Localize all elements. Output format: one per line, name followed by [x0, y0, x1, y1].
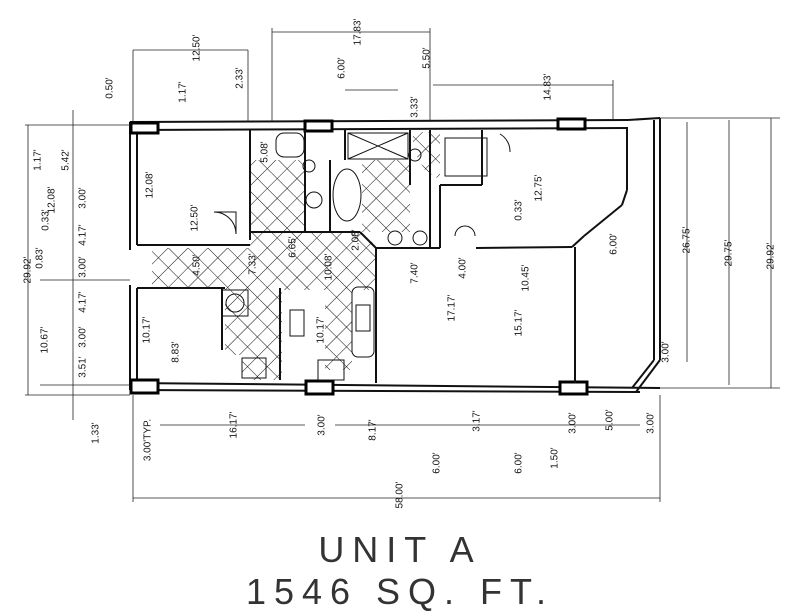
- dimension-label-left: 29.92': [23, 256, 34, 283]
- dimension-label-left: 3.00': [78, 256, 89, 277]
- garden-tub: [332, 168, 362, 222]
- fridge: [289, 309, 305, 337]
- dimension-label-interior: 4.00': [458, 257, 469, 278]
- dimension-label-interior: 10.45': [521, 264, 532, 291]
- washer: [221, 289, 249, 317]
- columns: [129, 117, 589, 396]
- dimension-label-bottom: 8.17': [368, 419, 379, 440]
- cooktop: [317, 359, 345, 381]
- dimension-label-interior: 0.33': [514, 199, 525, 220]
- dimension-label-right: 26.75': [682, 226, 693, 253]
- door-swing: [499, 133, 511, 153]
- dimension-lines: [25, 28, 780, 502]
- dimension-label-interior: 4.50': [192, 254, 203, 275]
- unit-name: UNIT A: [318, 529, 481, 570]
- dimension-label-top: 3.33': [410, 96, 421, 117]
- door-swing: [213, 211, 237, 235]
- dimension-label-interior: 6.00': [609, 233, 620, 254]
- dimension-label-bottom: 1.50': [550, 447, 561, 468]
- sink: [387, 230, 403, 246]
- sink: [412, 230, 428, 246]
- dimension-label-interior: 2.08': [351, 229, 362, 250]
- dimension-label-bottom: 6.00': [432, 452, 443, 473]
- dimension-label-right: 3.00': [661, 341, 672, 362]
- unit-area: 1546 SQ. FT.: [246, 571, 554, 612]
- dimension-label-bottom: 3.00'TYP.: [143, 419, 154, 461]
- dimension-label-top: 5.08': [260, 141, 271, 162]
- sink: [305, 191, 323, 209]
- dimension-label-bottom: 3.00': [568, 412, 579, 433]
- dimension-label-interior: 7.40': [410, 262, 421, 283]
- closet: [444, 137, 488, 177]
- dimension-label-interior: 12.75': [534, 174, 545, 201]
- dimension-labels: 0.50' 12.50' 1.17' 2.33' 17.83' 6.00' 5.50' 3.3…: [23, 18, 777, 508]
- dimension-label-left: 4.17': [78, 224, 89, 245]
- dimension-label-bottom: 6.00': [514, 452, 525, 473]
- dimension-label-top: 14.83': [543, 73, 554, 100]
- dimension-label-interior: 7.33': [248, 253, 259, 274]
- dimension-label-left: 4.17': [78, 291, 89, 312]
- dimension-label-left: 3.00': [78, 326, 89, 347]
- dimension-label-left: 0.83': [35, 247, 46, 268]
- range: [241, 357, 267, 379]
- door-swing: [454, 225, 476, 237]
- dimension-label-left: 5.42': [61, 149, 72, 170]
- dimension-label-interior: 12.08': [145, 171, 156, 198]
- dimension-label-left: 1.17': [33, 149, 44, 170]
- fixtures: [213, 132, 511, 381]
- double-sink: [355, 304, 371, 332]
- kitchen-counter: [351, 286, 375, 358]
- toilet: [408, 148, 422, 162]
- dimension-label-left: 3.00': [78, 187, 89, 208]
- dimension-label-bottom: 5.00': [605, 409, 616, 430]
- dimension-label-top: 2.33': [235, 67, 246, 88]
- dimension-label-interior: 10.17': [316, 316, 327, 343]
- bathtub: [275, 132, 305, 158]
- dimension-label-interior: 10.08': [324, 253, 335, 280]
- dimension-label-top: 17.83': [353, 18, 364, 45]
- tile-floor: [152, 132, 440, 380]
- dimension-label-bottom: 16.17': [229, 411, 240, 438]
- dimension-label-interior: 15.17': [514, 309, 525, 336]
- dimension-label-left: 3.51': [78, 356, 89, 377]
- dimension-label-left: 0.33': [41, 209, 52, 230]
- dimension-label-top: 0.50': [105, 77, 116, 98]
- dimension-label-top: 1.17': [178, 81, 189, 102]
- toilet: [302, 159, 316, 173]
- interior-walls: [137, 128, 628, 383]
- dimension-label-interior: 6.65': [288, 236, 299, 257]
- dimension-label-interior: 10.17': [142, 316, 153, 343]
- dimension-label-bottom: 3.00': [317, 414, 328, 435]
- dimension-label-left: 12.08': [47, 186, 58, 213]
- dimension-label-top: 5.50': [422, 47, 433, 68]
- dimension-label-right: 29.75': [724, 239, 735, 266]
- shower: [347, 132, 409, 160]
- dimension-label-interior: 17.17': [447, 294, 458, 321]
- dimension-label-bottom: 3.00': [646, 412, 657, 433]
- dimension-label-left: 1.33': [91, 422, 102, 443]
- dimension-label-interior: 8.83': [171, 341, 182, 362]
- dimension-label-bottom: 58.00': [395, 481, 406, 508]
- dimension-label-top: 6.00': [337, 57, 348, 78]
- dimension-label-left: 10.67': [40, 326, 51, 353]
- dimension-label-right: 29.92': [766, 242, 777, 269]
- dimension-label-bottom: 3.17': [472, 410, 483, 431]
- dimension-label-top: 12.50': [192, 34, 203, 61]
- dimension-label-interior: 12.50': [190, 204, 201, 231]
